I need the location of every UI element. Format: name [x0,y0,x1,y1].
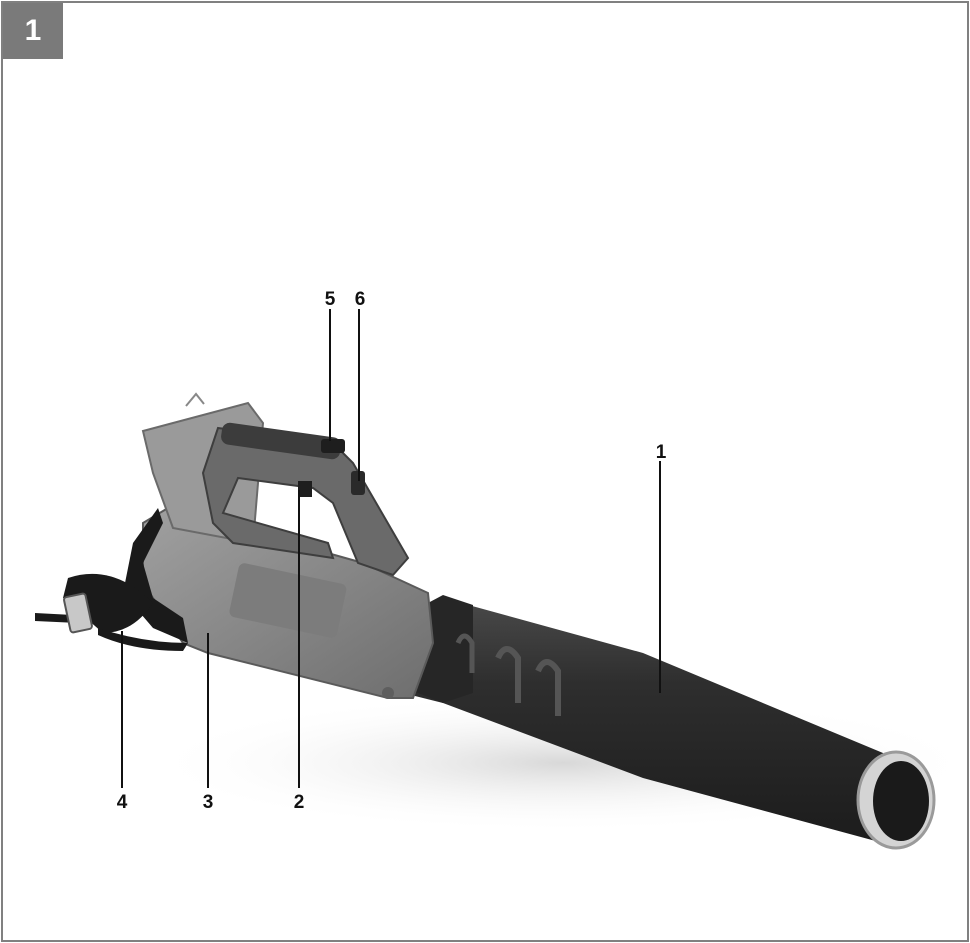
shoulder-strap [35,508,188,651]
handle [201,422,410,577]
on-off-switch [321,439,345,453]
leaf-blower-illustration [35,309,967,850]
callout-3: 3 [202,792,214,813]
speed-lock [351,471,365,495]
leader-lines [121,309,661,788]
callout-4: 4 [116,792,128,813]
figure-number-badge: 1 [3,3,63,59]
callout-1: 1 [655,442,667,463]
callout-6: 6 [354,289,366,310]
strap-buckle [63,592,93,634]
nozzle-opening [873,761,929,841]
callout-2: 2 [293,792,305,813]
callout-5: 5 [324,289,336,310]
